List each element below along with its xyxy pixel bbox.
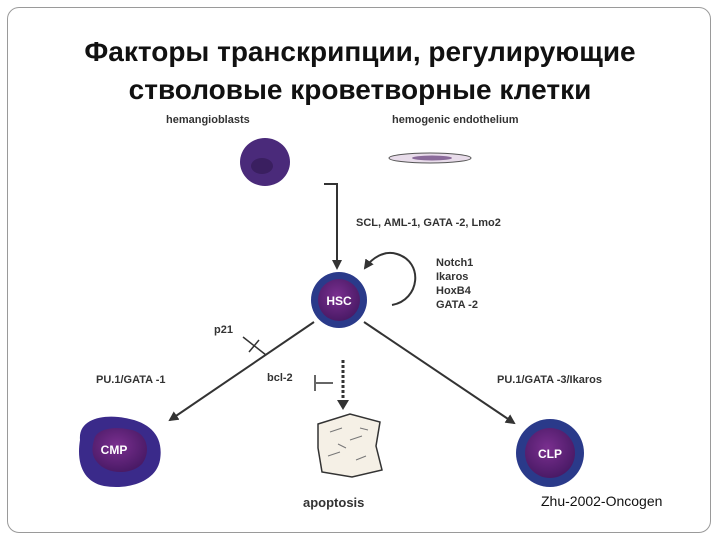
hsc-label: HSC	[326, 294, 352, 308]
apoptotic-cell-fragments	[327, 427, 369, 461]
hsc-nucleus	[318, 279, 360, 321]
slide-title-line-1: Факторы транскрипции, регулирующие	[84, 36, 636, 67]
self-renewal-factor-3: HoxB4	[436, 285, 472, 297]
p21-label: p21	[214, 324, 233, 336]
top-factors-label: SCL, AML-1, GATA -2, Lmo2	[356, 217, 501, 229]
self-renewal-arrow	[363, 252, 417, 306]
self-renewal-factor-2: Ikaros	[436, 271, 468, 283]
right-factors-label: PU.1/GATA -3/Ikaros	[497, 374, 602, 386]
slide-frame	[7, 7, 711, 533]
self-renewal-factor-1: Notch1	[436, 257, 473, 269]
left-factors-label: PU.1/GATA -1	[96, 374, 165, 386]
citation: Zhu-2002-Oncogen	[541, 493, 663, 509]
slide-title-line-2: стволовые кроветворные клетки	[128, 74, 592, 105]
hemangioblasts-label: hemangioblasts	[166, 114, 250, 126]
arrow-to-cmp	[168, 321, 315, 422]
endothelial-nucleus	[412, 155, 452, 161]
hemangioblast-nucleus	[251, 158, 273, 174]
cmp-label: CMP	[101, 443, 128, 457]
clp-label: CLP	[538, 447, 562, 461]
bcl2-label: bcl-2	[267, 372, 293, 384]
clp-nucleus	[525, 428, 575, 478]
hemogenic-endothelium-label: hemogenic endothelium	[392, 114, 519, 126]
arrow-to-clp	[363, 321, 516, 425]
cmp-nucleus	[92, 428, 148, 473]
apoptosis-label: apoptosis	[303, 495, 364, 510]
arrow-to-hsc	[324, 183, 342, 270]
p21-inhibition-bar	[248, 339, 260, 353]
apoptosis-arrowhead	[337, 400, 349, 410]
apoptotic-cell	[317, 413, 383, 478]
self-renewal-factor-4: GATA -2	[436, 299, 478, 311]
